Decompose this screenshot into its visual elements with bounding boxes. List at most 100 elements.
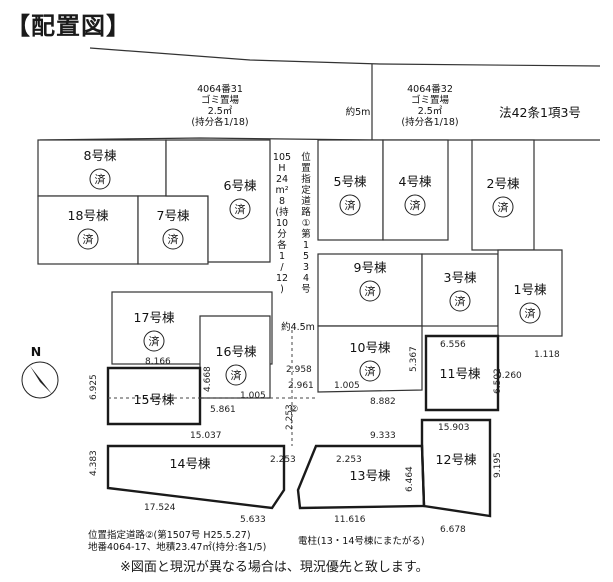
dimension-label: 4.668 <box>203 366 213 392</box>
lot-15-label: 15号棟 <box>134 392 175 407</box>
road2-mark: ② <box>290 404 299 415</box>
sold-badge <box>162 228 184 250</box>
road1-text: 4 <box>303 273 309 284</box>
dimension-label: 2.253 <box>285 404 295 430</box>
dimension-label: 2.958 <box>286 365 312 375</box>
dimension-label: 1.005 <box>240 391 266 401</box>
road1-text: 1 <box>303 240 309 251</box>
sold-badge <box>449 290 471 312</box>
dimension-label: 1.118 <box>534 350 560 360</box>
lot-13[interactable] <box>296 444 426 510</box>
garbage-note: 2.5㎡ <box>418 106 443 117</box>
lot-5-label: 5号棟 <box>334 174 367 189</box>
lot-11[interactable] <box>424 334 500 412</box>
sold-mark: 済 <box>149 334 160 348</box>
dimension-label: 5.633 <box>240 515 266 525</box>
sold-badge <box>404 194 426 216</box>
north-label: N <box>31 344 41 359</box>
garbage-note: (持分各1/18) <box>191 116 248 128</box>
road1-text: 1 <box>279 251 285 262</box>
lot-2-label: 2号棟 <box>487 176 520 191</box>
road1-text: ) <box>280 284 284 295</box>
lot-16-label: 16号棟 <box>216 344 257 359</box>
dimension-label: 2.961 <box>288 381 314 391</box>
lot-5[interactable] <box>317 139 384 241</box>
dimension-label: 6.925 <box>89 374 99 400</box>
lot-3[interactable] <box>421 253 499 327</box>
road-label: 法42条1項3号 <box>499 105 581 120</box>
road1-text: / <box>280 262 284 273</box>
road-width-label: 約4.5m <box>281 321 315 333</box>
footer-note: ※図面と現況が異なる場合は、現況優先と致します。 <box>120 560 429 575</box>
sold-badge <box>77 228 99 250</box>
lot-9-label: 9号棟 <box>354 260 387 275</box>
dimension-label: 1.005 <box>334 381 360 391</box>
sold-badge <box>359 360 381 382</box>
sold-mark: 済 <box>231 368 242 382</box>
lot-12[interactable] <box>420 418 492 518</box>
dimension-label: 6.678 <box>440 525 466 535</box>
dimension-label: 4.383 <box>89 450 99 476</box>
road1-text: 8 <box>279 196 285 207</box>
lot-15[interactable] <box>106 366 202 426</box>
compass-icon <box>21 361 59 399</box>
sold-mark: 済 <box>345 198 356 212</box>
dimension-label: 9.333 <box>370 431 396 441</box>
sold-badge <box>339 194 361 216</box>
lot-17-label: 17号棟 <box>134 310 175 325</box>
sold-badge <box>225 364 247 386</box>
road1-text: 105 <box>273 152 291 163</box>
sold-mark: 済 <box>83 232 94 246</box>
dimension-label: 6.502 <box>493 368 503 394</box>
lot-14[interactable] <box>106 444 286 510</box>
garbage-note: (持分各1/18) <box>401 116 458 128</box>
north-arrow-icon <box>30 366 52 394</box>
road1-text: 道 <box>301 195 311 207</box>
dimension-label: 5.367 <box>409 346 419 372</box>
lot-12-label: 12号棟 <box>436 452 477 467</box>
sold-badge <box>359 280 381 302</box>
sold-mark: 済 <box>235 202 246 216</box>
road1-text: 路 <box>301 206 311 218</box>
sold-badge <box>143 330 165 352</box>
garbage-note: 4064番32 <box>407 83 453 95</box>
road1-text: (持 <box>275 206 289 218</box>
dimension-label: 6.464 <box>405 466 415 492</box>
garbage-note: 4064番31 <box>197 83 243 95</box>
lot-7-label: 7号棟 <box>157 208 190 223</box>
lot-1[interactable] <box>497 249 563 337</box>
lot-18-label: 18号棟 <box>68 208 109 223</box>
dimension-label: 11.616 <box>334 515 366 525</box>
lot-4-label: 4号棟 <box>399 174 432 189</box>
dimension-label: 17.524 <box>144 503 176 513</box>
lot-6-label: 6号棟 <box>224 178 257 193</box>
road1-text: 3 <box>303 262 309 273</box>
lot-10[interactable] <box>317 325 423 393</box>
road1-text: 各 <box>277 239 287 251</box>
dimension-label: 9.195 <box>493 452 503 478</box>
lot-13-label: 13号棟 <box>350 468 391 483</box>
lot-4[interactable] <box>382 139 449 241</box>
road1-text: 定 <box>301 184 311 196</box>
road1-text: 第 <box>301 228 311 240</box>
road1-text: H <box>278 163 285 174</box>
lot-2[interactable] <box>471 139 535 251</box>
sold-mark: 済 <box>498 200 509 214</box>
sold-badge <box>519 302 541 324</box>
sold-mark: 済 <box>365 284 376 298</box>
lot-8-label: 8号棟 <box>84 148 117 163</box>
sold-badge <box>229 198 251 220</box>
road1-text: 置 <box>301 163 311 174</box>
sold-badge <box>89 168 111 190</box>
sold-mark: 済 <box>168 232 179 246</box>
road-width-label: 約5m <box>346 106 371 118</box>
lot-6[interactable] <box>165 139 271 263</box>
road1-text: 12 <box>276 273 288 284</box>
road2-note: 位置指定道路②(第1507号 H25.5.27) <box>88 529 251 541</box>
road1-text: 分 <box>277 229 287 240</box>
top-road-edge <box>89 47 601 67</box>
dimension-label: 0.260 <box>496 371 522 381</box>
dimension-label: 5.861 <box>210 405 236 415</box>
garbage-note: 2.5㎡ <box>208 106 233 117</box>
